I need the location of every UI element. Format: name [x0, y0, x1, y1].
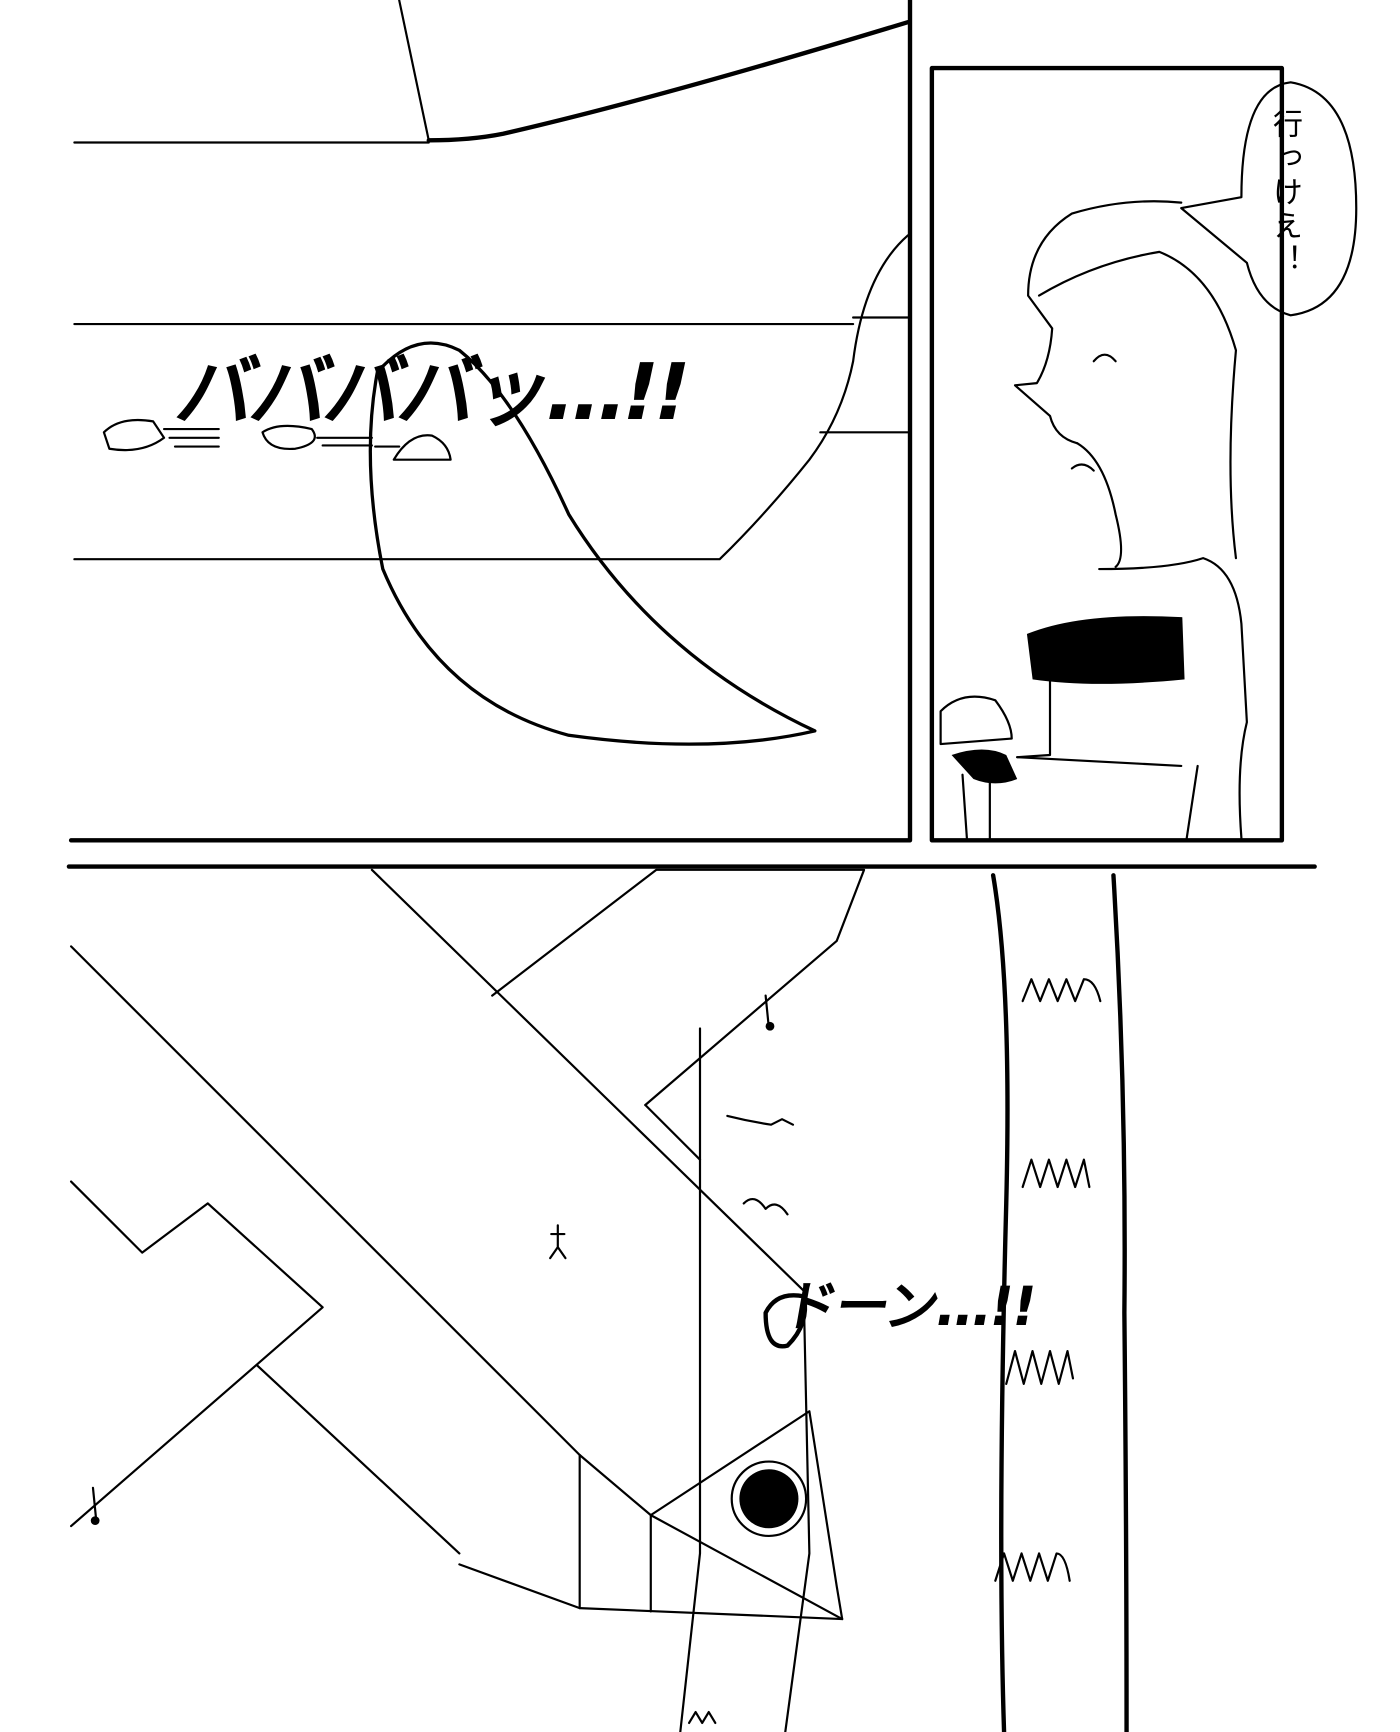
speech-bubble: [1180, 81, 1358, 317]
panel-borders: [66, 0, 1317, 869]
character: [939, 200, 1248, 840]
sound-effect-barrage: ババババッ…!!: [168, 348, 696, 438]
ship-hull: [73, 0, 912, 561]
tower-and-beams: [70, 868, 1129, 1732]
sound-effect-impact: ドーン…!!: [778, 1275, 1041, 1338]
speech-text: 行っけえ！: [1267, 108, 1302, 278]
missile-blast: [102, 341, 817, 746]
